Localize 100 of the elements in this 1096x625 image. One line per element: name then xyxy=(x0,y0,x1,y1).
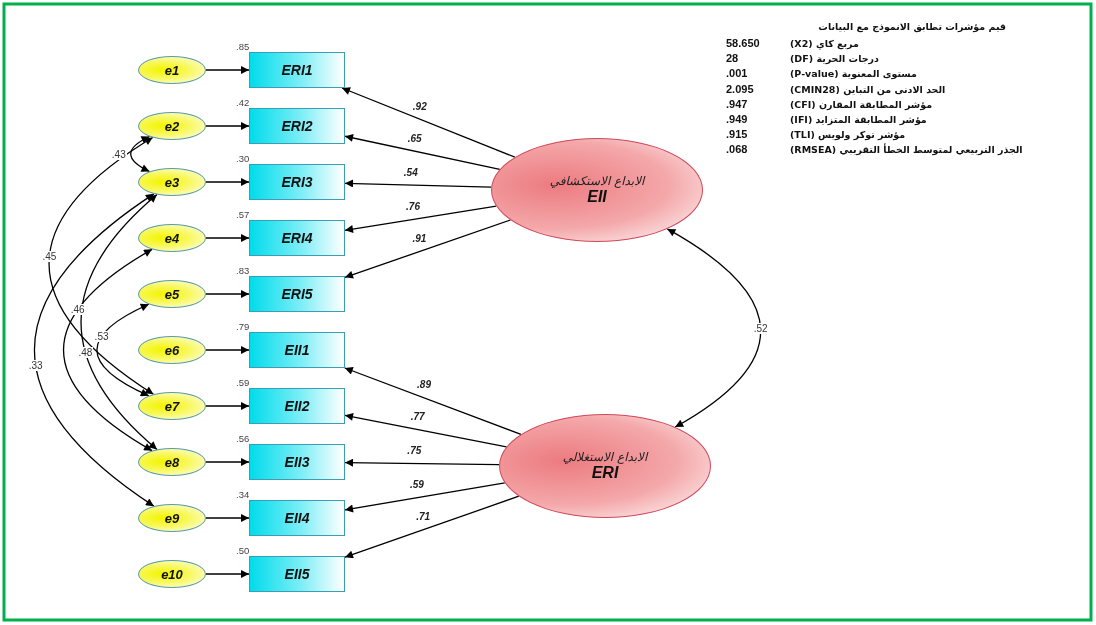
variable-label: e9 xyxy=(164,510,180,526)
path-arrow xyxy=(344,412,508,448)
path-arrow xyxy=(205,514,250,522)
edge-label: .89 xyxy=(416,379,432,391)
variable-label: e10 xyxy=(161,566,183,582)
r-squared-value: .79 xyxy=(236,321,250,332)
fit-index-value: .947 xyxy=(726,97,748,111)
path-arrow xyxy=(344,482,506,513)
path-arrow xyxy=(344,134,501,170)
table-title: قيم مؤشرات تطابق الانموذج مع البيانات xyxy=(818,20,1006,33)
error-term-ellipse xyxy=(138,168,206,196)
fit-index-name: مؤشر المطابقة المتزايد (IFI) xyxy=(790,113,927,126)
edge-label: .45 xyxy=(41,250,58,262)
path-arrow xyxy=(344,367,522,435)
edge-label: .46 xyxy=(69,304,86,316)
r-squared-value: .85 xyxy=(236,41,250,52)
fit-index-value: 28 xyxy=(726,52,739,66)
variable-label: EII xyxy=(587,188,607,206)
covariance-arrow xyxy=(96,303,150,397)
r-squared-value: .56 xyxy=(236,433,250,444)
variable-label: ERI5 xyxy=(281,286,313,302)
edge-label: .54 xyxy=(402,166,419,178)
edge-label: .76 xyxy=(405,200,421,212)
path-arrow xyxy=(205,122,250,130)
r-squared-value: .34 xyxy=(236,489,250,500)
edge-label: .48 xyxy=(77,347,94,359)
variable-label: e1 xyxy=(164,62,180,78)
path-arrow xyxy=(344,205,497,233)
r-squared-value: .50 xyxy=(236,545,250,556)
variable-label: ERI2 xyxy=(281,118,313,134)
covariance-arrow xyxy=(666,228,762,428)
variable-label: e7 xyxy=(164,398,180,414)
path-arrow xyxy=(205,290,250,298)
path-arrow xyxy=(205,570,250,578)
r-squared-value: .30 xyxy=(236,153,250,164)
fit-index-name: الجذر التربيعي لمتوسط الخطأ التقريبي (RMSEA) xyxy=(790,143,1023,157)
fit-index-name: مؤشر المطابقة المقارن (CFI) xyxy=(790,97,933,111)
error-term-ellipse xyxy=(138,56,206,84)
path-arrow xyxy=(205,178,250,186)
error-term-ellipse xyxy=(138,224,206,252)
edge-label: .52 xyxy=(752,323,769,335)
path-arrow xyxy=(344,179,492,188)
edge-label: .77 xyxy=(409,411,426,422)
fit-index-name: الحد الادنى من التباين (CMIN28) xyxy=(790,82,946,96)
variable-label: e4 xyxy=(164,230,180,246)
variable-label: e3 xyxy=(164,174,180,190)
edge-label: .59 xyxy=(408,479,425,491)
fit-index-name: مربع كاي (X2) xyxy=(790,37,859,50)
fit-index-value: 58.650 xyxy=(726,37,760,50)
r-squared-value: .83 xyxy=(236,265,250,276)
variable-label: e6 xyxy=(164,342,180,358)
variable-label: EII3 xyxy=(284,454,310,470)
variable-label: EII1 xyxy=(284,342,310,358)
variable-label: ERI4 xyxy=(281,230,313,246)
path-arrow xyxy=(344,495,520,559)
fit-index-name: درجات الحرية (DF) xyxy=(790,52,879,66)
edge-label: .92 xyxy=(411,100,428,112)
r-squared-value: .42 xyxy=(236,97,250,108)
error-term-ellipse xyxy=(138,336,206,364)
covariance-arrow xyxy=(62,248,153,452)
fit-index-value: 2.095 xyxy=(726,82,754,96)
error-term-ellipse xyxy=(138,112,206,140)
variable-label: e8 xyxy=(164,454,180,470)
edge-label: .43 xyxy=(110,148,127,160)
error-term-ellipse xyxy=(138,448,206,476)
r-squared-value: .57 xyxy=(236,209,250,220)
covariance-arrow xyxy=(33,193,155,507)
error-term-ellipse xyxy=(138,392,206,420)
fit-index-value: .068 xyxy=(726,143,748,157)
path-arrow xyxy=(205,402,250,410)
construct-name: الابداع الاستكشافي xyxy=(549,174,645,188)
covariance-arrow xyxy=(48,136,155,395)
error-term-ellipse xyxy=(138,504,206,532)
fit-index-name: مؤشر توكر ولويس (TLI) xyxy=(790,128,906,142)
fit-index-value: .001 xyxy=(726,67,748,81)
fit-index-value: .915 xyxy=(726,128,748,142)
path-arrow xyxy=(341,87,516,158)
error-term-ellipse xyxy=(138,560,206,588)
variable-label: e2 xyxy=(164,118,180,134)
variable-label: ERI xyxy=(591,464,619,482)
construct-name: الابداع الاستغلالي xyxy=(562,450,648,464)
variable-label: EII2 xyxy=(284,398,310,414)
error-term-ellipse xyxy=(138,280,206,308)
path-arrow xyxy=(205,458,250,466)
variable-label: ERI1 xyxy=(281,62,313,78)
path-arrow xyxy=(344,458,500,467)
edge-label: .91 xyxy=(411,233,428,245)
variable-label: EII5 xyxy=(284,566,310,582)
r-squared-value: .59 xyxy=(236,377,250,388)
path-arrow xyxy=(344,219,512,279)
covariance-arrow xyxy=(130,135,151,173)
fit-index-name: مستوى المعنوية (P-value) xyxy=(790,67,917,81)
variable-label: ERI3 xyxy=(281,174,313,190)
variable-label: e5 xyxy=(164,286,180,302)
edge-label: .75 xyxy=(406,445,423,456)
edge-label: .53 xyxy=(93,330,110,342)
fit-index-value: .949 xyxy=(726,113,748,126)
edge-label: .33 xyxy=(27,360,44,372)
edge-label: .71 xyxy=(415,511,432,523)
variable-label: EII4 xyxy=(284,510,310,526)
